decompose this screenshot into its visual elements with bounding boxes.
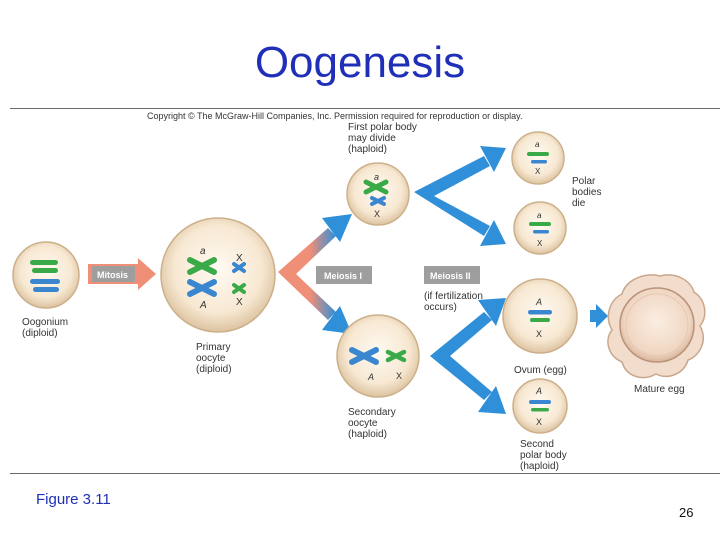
letter-X: X	[535, 167, 541, 176]
chromosome	[363, 179, 389, 206]
first-polar-body-cell	[346, 162, 410, 226]
fertilization-note-line-2: occurs)	[424, 302, 457, 313]
letter-X: X	[374, 209, 380, 219]
ovum-cell	[502, 278, 578, 354]
first-polar-body-label-line-1: First polar body	[348, 122, 417, 133]
letter-X: X	[236, 297, 243, 308]
letter-X: X	[537, 239, 543, 248]
mitosis-arrow	[88, 258, 156, 290]
letter-X: X	[536, 417, 542, 427]
second-polar-body-label-line-3: (haploid)	[520, 461, 559, 472]
meiosis-1-arrow	[278, 214, 372, 334]
chromosome	[349, 347, 407, 365]
page-number: 26	[679, 505, 694, 520]
chromosome	[30, 260, 60, 292]
primary-oocyte-label-line-3: (diploid)	[196, 364, 232, 375]
primary-oocyte-cell	[160, 217, 276, 333]
letter-a: a	[535, 140, 540, 149]
copyright-notice: Copyright © The McGraw-Hill Companies, I…	[147, 111, 522, 121]
meiosis-1-label: Meiosis I	[324, 271, 362, 281]
letter-a: a	[200, 246, 206, 257]
ovum-label: Ovum (egg)	[514, 365, 567, 376]
letter-a: a	[537, 211, 542, 220]
letter-X: X	[236, 253, 243, 264]
mitosis-label: Mitosis	[97, 270, 128, 280]
maturation-arrow	[590, 304, 608, 328]
letter-A: A	[535, 297, 542, 307]
top-divider	[10, 108, 720, 109]
polar-bodies-die-label-line-1: Polar	[572, 176, 596, 187]
letter-A: A	[199, 300, 207, 311]
meiosis-2-label: Meiosis II	[430, 271, 471, 281]
secondary-oocyte-label-line-3: (haploid)	[348, 429, 387, 440]
mature-egg-label: Mature egg	[634, 384, 685, 395]
second-polar-body-label-line-2: polar body	[520, 450, 567, 461]
secondary-oocyte-label-line-1: Secondary	[348, 407, 396, 418]
polar-bodies-die-label-line-3: die	[572, 198, 586, 209]
first-polar-body-label-line-3: (haploid)	[348, 144, 387, 155]
letter-A: A	[535, 386, 542, 396]
second-polar-body-cell	[512, 378, 568, 434]
primary-oocyte-label-line-1: Primary	[196, 342, 230, 353]
chromosome	[187, 257, 246, 297]
polar-body-cell	[511, 131, 565, 185]
letter-X: X	[396, 371, 402, 381]
secondary-oocyte-label-line-2: oocyte	[348, 418, 378, 429]
bottom-divider	[10, 473, 720, 474]
polar-body-division-arrow	[414, 146, 506, 246]
oogonium-cell	[12, 241, 80, 309]
fertilization-note-line-1: (if fertilization	[424, 291, 483, 302]
secondary-oocyte-cell	[336, 314, 420, 398]
polar-bodies-die-label-line-2: bodies	[572, 187, 601, 198]
second-polar-body-label-line-1: Second	[520, 439, 554, 450]
polar-body-cell	[513, 201, 567, 255]
primary-oocyte-label-line-2: oocyte	[196, 353, 226, 364]
letter-A: A	[367, 372, 374, 382]
figure-caption: Figure 3.11	[36, 491, 111, 508]
letter-X: X	[536, 329, 542, 339]
slide-title: Oogenesis	[254, 38, 466, 87]
first-polar-body-label-line-2: may divide	[348, 133, 396, 144]
letter-a: a	[374, 172, 379, 182]
oogonium-label-line-1: Oogonium	[22, 317, 68, 328]
meiosis-2-arrow	[424, 266, 506, 414]
mature-egg-cell	[607, 274, 706, 379]
oogonium-label-line-2: (diploid)	[22, 328, 58, 339]
